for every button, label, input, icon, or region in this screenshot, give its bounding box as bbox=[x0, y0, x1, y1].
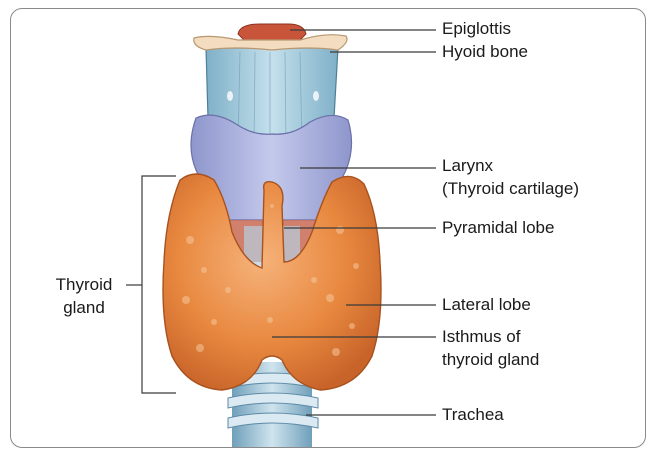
label-epiglottis: Epiglottis bbox=[442, 18, 511, 39]
label-isthmus-line2: thyroid gland bbox=[442, 349, 539, 370]
label-isthmus-line1: Isthmus of bbox=[442, 326, 520, 347]
epiglottis-illustration bbox=[238, 24, 306, 40]
label-thyroid-cartilage: (Thyroid cartilage) bbox=[442, 178, 579, 199]
label-thyroid-gland-line1: Thyroid bbox=[44, 274, 124, 296]
label-hyoid-bone: Hyoid bone bbox=[442, 41, 528, 62]
label-lateral-lobe: Lateral lobe bbox=[442, 294, 531, 315]
label-thyroid-gland-line2: gland bbox=[44, 297, 124, 319]
label-trachea: Trachea bbox=[442, 404, 504, 425]
label-larynx: Larynx bbox=[442, 155, 493, 176]
label-pyramidal-lobe: Pyramidal lobe bbox=[442, 217, 554, 238]
